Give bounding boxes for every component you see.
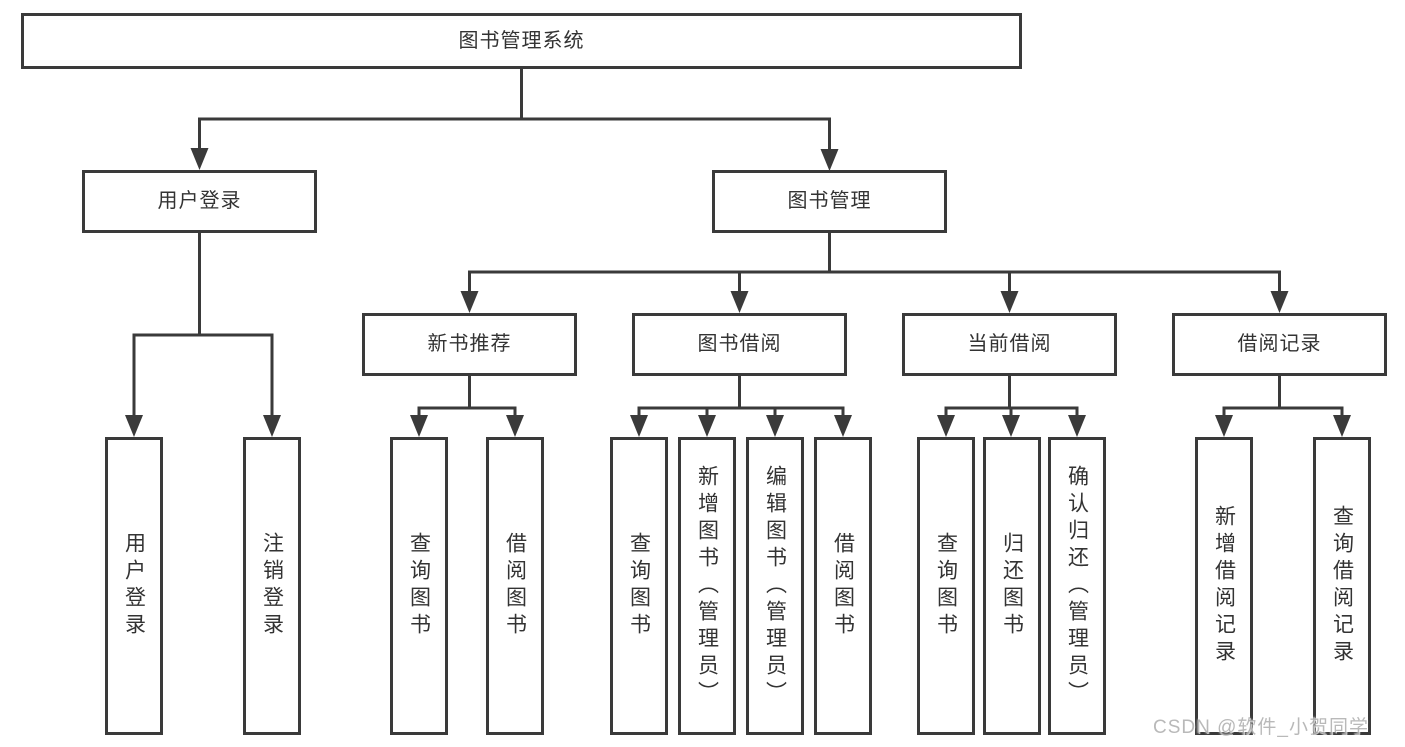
csdn-watermark: CSDN @软件_小贺同学: [1153, 717, 1369, 738]
node-current-borrowing: 当前借阅: [902, 313, 1117, 376]
node-new-book-recommend: 新书推荐: [362, 313, 577, 376]
connector-new-book-rec: [417, 376, 517, 416]
leaf-add-borrow-record: 新增借阅记录: [1195, 437, 1253, 735]
leaf-user-login: 用户登录: [105, 437, 163, 735]
leaf-edit-book-admin: 编辑图书（管理员）: [746, 437, 804, 735]
connector-book-mgmt: [468, 233, 1281, 292]
connector-user-login: [132, 233, 274, 416]
leaf-query-books-borrowing: 查询图书: [610, 437, 668, 735]
arrowhead: [1270, 291, 1289, 313]
leaf-query-borrow-record: 查询借阅记录: [1313, 437, 1371, 735]
node-borrowing-records: 借阅记录: [1172, 313, 1387, 376]
arrowhead: [766, 415, 784, 437]
leaf-return-book: 归还图书: [983, 437, 1041, 735]
arrowhead: [125, 415, 143, 437]
arrowhead: [630, 415, 648, 437]
leaf-confirm-return-admin: 确认归还（管理员）: [1048, 437, 1106, 735]
arrowhead: [730, 291, 749, 313]
connector-root: [198, 67, 831, 149]
arrowhead: [263, 415, 281, 437]
leaf-query-books-current: 查询图书: [917, 437, 975, 735]
node-root: 图书管理系统: [21, 13, 1022, 69]
connector-borrow-records: [1222, 376, 1344, 416]
arrowhead: [460, 291, 479, 313]
arrowhead: [820, 149, 839, 171]
arrowhead: [190, 148, 209, 170]
connector-book-borrow: [637, 376, 845, 416]
arrowhead: [1068, 415, 1086, 437]
arrowhead: [834, 415, 852, 437]
arrowhead: [1215, 415, 1233, 437]
node-book-management: 图书管理: [712, 170, 947, 233]
arrowhead: [410, 415, 428, 437]
arrowhead: [698, 415, 716, 437]
arrowhead: [1000, 291, 1019, 313]
leaf-borrow-books-borrowing: 借阅图书: [814, 437, 872, 735]
leaf-logout: 注销登录: [243, 437, 301, 735]
leaf-add-book-admin: 新增图书（管理员）: [678, 437, 736, 735]
node-book-borrowing: 图书借阅: [632, 313, 847, 376]
arrowhead: [506, 415, 524, 437]
arrowhead: [1002, 415, 1020, 437]
leaf-borrow-books-recommend: 借阅图书: [486, 437, 544, 735]
connector-current-borrow: [944, 376, 1079, 416]
arrowhead: [1333, 415, 1351, 437]
node-user-login: 用户登录: [82, 170, 317, 233]
leaf-query-books-recommend: 查询图书: [390, 437, 448, 735]
arrowhead: [937, 415, 955, 437]
